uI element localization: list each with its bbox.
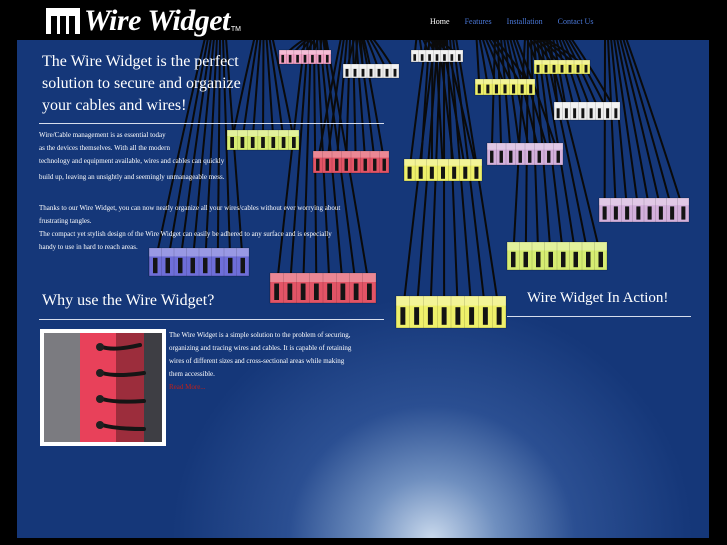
wire-widget-clip [278,49,332,65]
cable-wire [515,40,560,155]
intro-divider [39,123,384,124]
wire-widget-clip [269,272,377,304]
read-more-link[interactable]: Read More... [169,383,206,391]
wire-widget-clip [403,158,483,182]
intro-paragraph-2: Thanks to our Wire Widget, you can now n… [39,204,341,251]
logo[interactable]: Wire Widget TM [46,4,242,37]
action-divider [507,316,691,317]
logo-mark-icon [46,8,80,34]
cable-wire [231,40,256,141]
wire-widget-clip [148,247,250,277]
wire-widget-illustration [148,40,690,329]
action-heading: Wire Widget In Action! [527,290,669,306]
main-nav: Home Features Installation Contact Us [430,17,593,26]
wire-widget-clip [226,129,300,151]
cable-wire [607,40,617,211]
wire-widget-photo[interactable] [40,329,166,446]
cable-wire [302,40,312,289]
cable-wire [361,40,386,163]
wire-widget-photo-image [44,333,162,442]
cable-wire [251,40,262,141]
wire-widget-clip [342,63,400,79]
cable-wire [166,40,209,263]
cable-wire [179,40,212,263]
site-header: Wire Widget TM Home Features Installatio… [0,0,727,40]
cable-wire [326,40,345,163]
why-divider [39,319,384,320]
wire-widget-clip [395,295,507,329]
wire-widget-clip [474,78,536,96]
nav-features[interactable]: Features [464,17,492,26]
cable-wire [358,40,376,163]
cable-wire [262,40,265,141]
cable-wire [271,40,295,141]
main-content: The Wire Widget is the perfect solution … [17,40,709,538]
cable-wire [268,40,285,141]
nav-installation[interactable]: Installation [506,17,543,26]
cable-wire [316,40,342,163]
cable-wire [154,40,206,263]
wire-widget-clip [598,197,690,223]
wire-widget-clip [553,101,621,121]
why-description: The Wire Widget is a simple solution to … [169,331,352,391]
cable-wire [204,40,218,263]
cable-wire [625,40,685,211]
nav-home[interactable]: Home [430,17,450,26]
cable-wire [613,40,640,211]
cable-wire [355,40,367,163]
intro-paragraph-1: Wire/Cable management is as essential to… [39,131,225,181]
cable-wire [345,40,351,163]
logo-trademark: TM [230,26,242,33]
cable-wire [216,40,221,263]
cable-wire [288,40,309,289]
cable-wire [222,40,232,263]
cable-wire [275,40,306,289]
nav-contact-us[interactable]: Contact Us [557,17,594,26]
cable-wire [619,40,662,211]
wire-widget-clip [486,142,564,166]
wire-widget-clip [506,241,608,271]
cable-wire [265,40,275,141]
cable-wire [241,40,259,141]
cable-wire [610,40,629,211]
wire-widget-clip [410,49,464,63]
cable-wire [191,40,215,263]
wire-widget-clip [533,59,591,75]
cable-wire [622,40,674,211]
why-heading: Why use the Wire Widget? [42,292,215,309]
cable-wire [616,40,651,211]
logo-text: Wire Widget [84,4,230,37]
wire-widget-clip [312,150,390,174]
intro-headline: The Wire Widget is the perfect solution … [42,53,241,114]
cable-wire [352,40,357,163]
